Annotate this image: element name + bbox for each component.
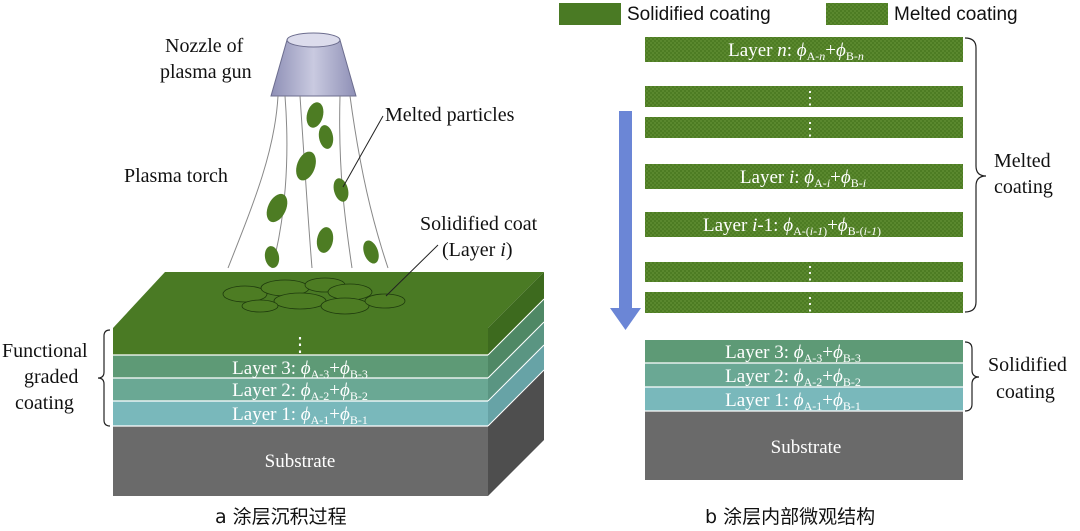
panel-b-layer3-label: Layer 3: ϕA-3+ϕB-3 [725,342,861,365]
solidified-coat-label-line1: Solidified coat [420,213,538,235]
block-front-layer3 [113,355,488,378]
fgc-brace [97,329,111,427]
panel-b-layer1-label: Layer 1: ϕA-1+ϕB-1 [725,390,861,413]
panel-a: Nozzle of plasma gun Plasma torch Melted… [2,32,545,528]
melted-coating-brace [964,37,987,313]
solidified-coat-label-line2: (Layer i) [442,239,513,261]
panel-b-dots-lower-2: ⋮ [801,294,819,314]
fgc-label-line2: graded [24,366,78,388]
block-front-top-layer [113,328,488,355]
fgc-label-line3: coating [15,392,74,414]
block-side-substrate [488,370,544,496]
block-front-layer2 [113,378,488,401]
panel-b-dots-upper-2: ⋮ [801,119,819,139]
melted-coating-label-line2: coating [994,176,1053,198]
nozzle-label-line2: plasma gun [160,61,252,83]
block-front-substrate [113,426,488,496]
panel-b-caption: b 涂层内部微观结构 [705,506,875,528]
melted-particles-label: Melted particles [385,104,515,126]
panel-b-layer2 [645,363,963,387]
plasma-torch-label: Plasma torch [124,165,228,187]
panel-a-layer3-label: Layer 3: ϕA-3+ϕB-3 [232,358,368,381]
panel-b-layer3 [645,340,963,363]
panel-b-layer2-label: Layer 2: ϕA-2+ϕB-2 [725,366,861,389]
legend-label-melted: Melted coating [894,4,1018,25]
solidified-splats [222,277,406,315]
solidified-coating-label-line1: Solidified [988,354,1067,376]
block-side-layer3 [488,299,544,378]
legend-label-solidified: Solidified coating [627,4,771,25]
panel-b-dots-upper-1: ⋮ [801,88,819,108]
panel-b-layer1 [645,387,963,411]
panel-a-substrate-label: Substrate [265,451,336,472]
panel-b: Layer n: ϕA-n+ϕB-n ⋮ ⋮ Layer i: ϕA-i+ϕB-… [610,37,1067,528]
nozzle [270,32,357,97]
solidified-coat-pointer [385,244,439,297]
block-side-top-layer [488,272,544,355]
panel-a-layer1-label: Layer 1: ϕA-1+ϕB-1 [232,404,368,427]
legend-swatch-solidified [559,3,621,25]
panel-a-dots: ⋮ [290,334,310,356]
panel-a-layer2-label: Layer 2: ϕA-2+ϕB-2 [232,380,368,403]
melted-particles-pointer [342,115,384,188]
melted-strips [645,37,963,313]
panel-b-layer-i1-label: Layer i-1: ϕA-(i-1)+ϕB-(i-1) [703,215,881,238]
panel-a-caption: a 涂层沉积过程 [215,506,347,528]
fgc-label-line1: Functional [2,340,88,362]
block-front-layer1 [113,401,488,426]
solidified-coating-label-line2: coating [996,381,1055,403]
block-side-layer2 [488,322,544,401]
nozzle-label-line1: Nozzle of [165,35,244,57]
panel-b-layer-i-label: Layer i: ϕA-i+ϕB-i [740,167,866,190]
panel-b-substrate-label: Substrate [771,437,842,458]
deposition-arrow [610,111,641,330]
solidified-coating-brace [964,341,980,412]
melted-particles [264,102,379,268]
block-side-layer1 [488,345,544,426]
panel-b-substrate [645,411,963,480]
legend: Solidified coating Melted coating [559,3,1018,25]
panel-b-layer-n-label: Layer n: ϕA-n+ϕB-n [728,40,864,63]
melted-coating-label-line1: Melted [994,150,1051,172]
panel-b-dots-lower-1: ⋮ [801,263,819,283]
